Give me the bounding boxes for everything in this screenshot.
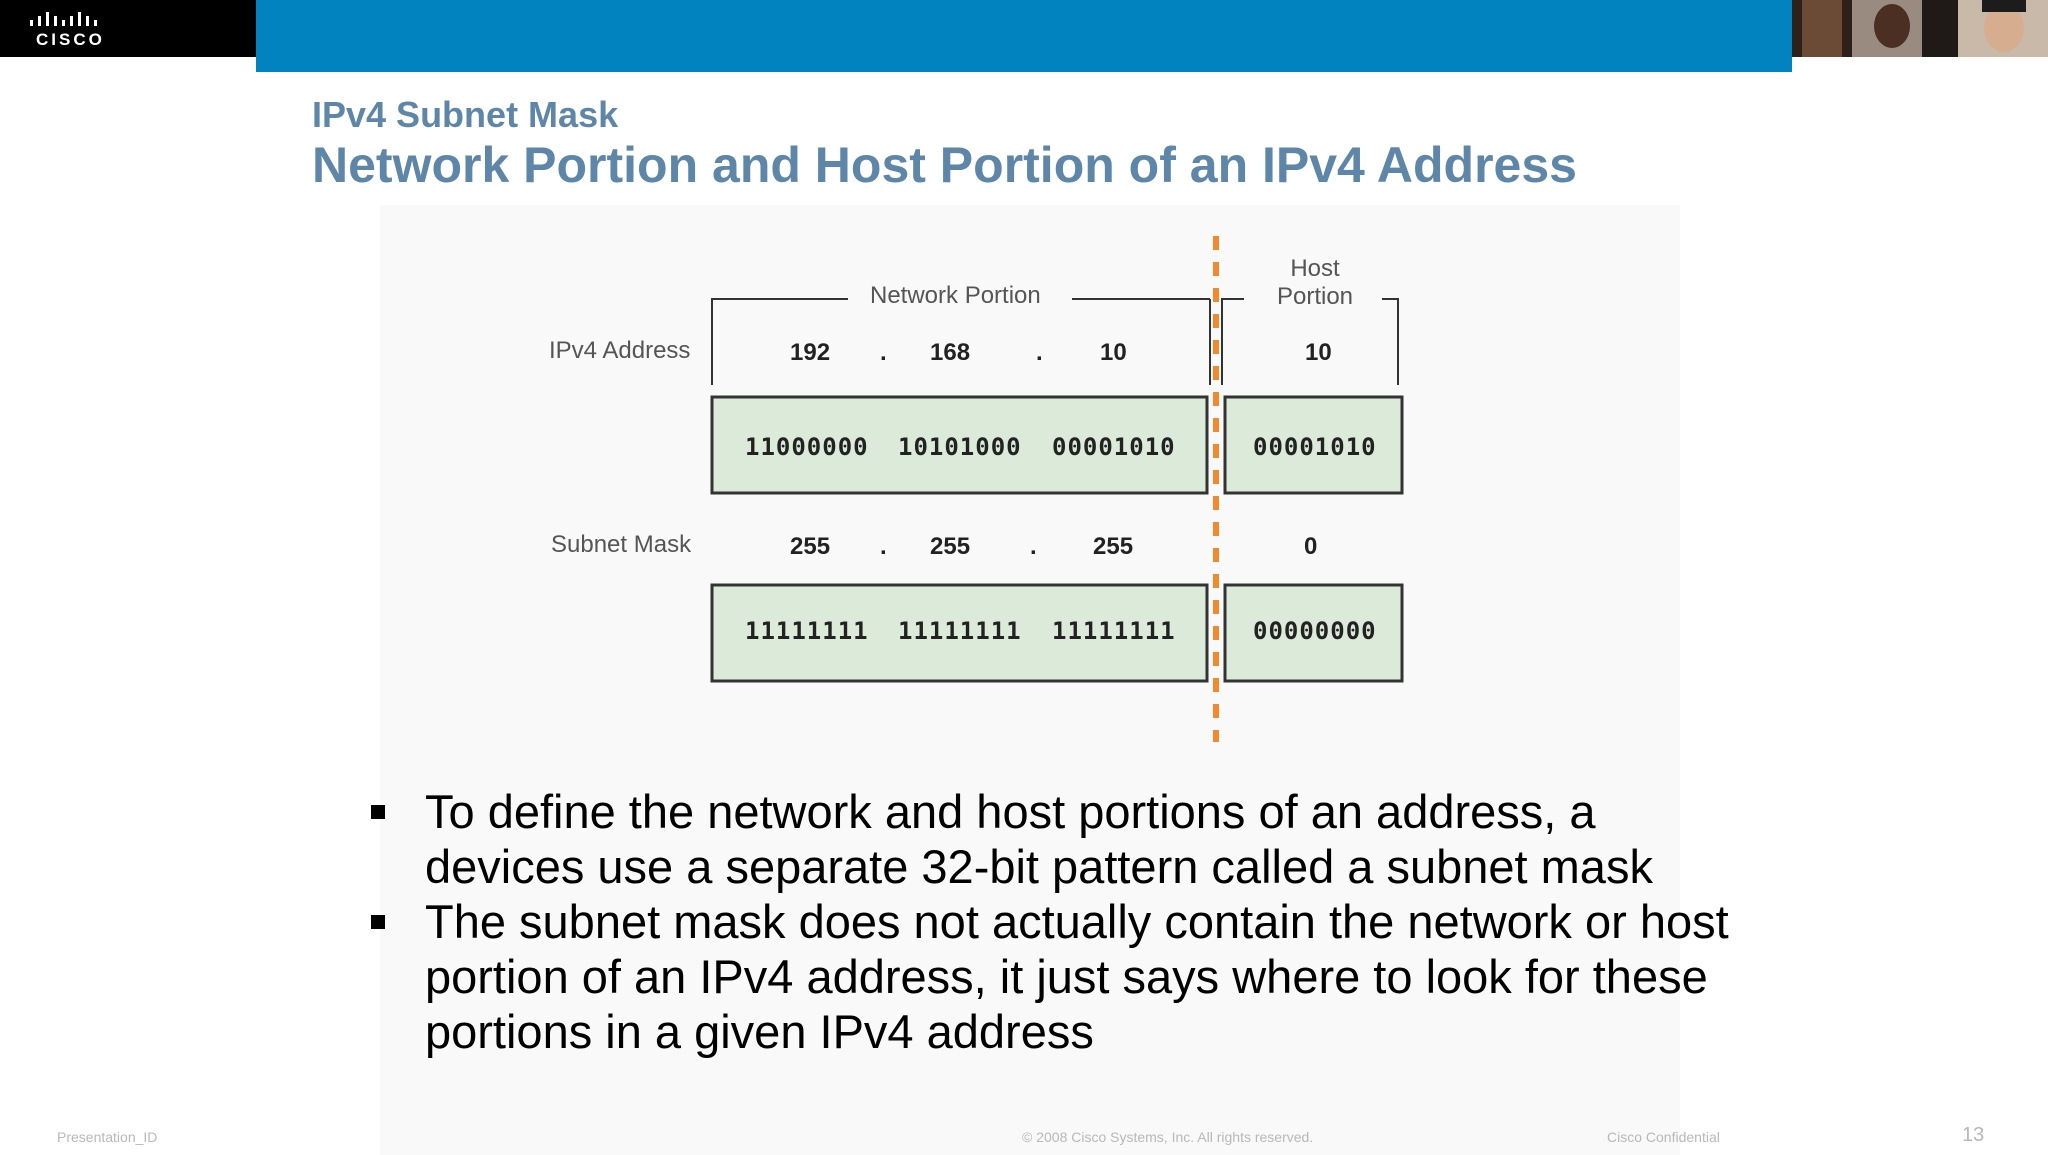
mask-octet-4: 0 xyxy=(1304,533,1318,560)
ipv4-host-box xyxy=(1223,395,1404,495)
mask-octet-2: 255 xyxy=(930,533,971,560)
mask-dot-2: . xyxy=(1030,533,1037,560)
logo-text: CISCO xyxy=(36,30,105,49)
mask-host-box xyxy=(1223,583,1404,683)
bullet-square-icon xyxy=(371,915,385,929)
ipv4-address-label: IPv4 Address xyxy=(549,337,691,364)
ipv4-octet-2: 168 xyxy=(930,339,971,366)
footer-presentation-id: Presentation_ID xyxy=(57,1129,158,1145)
mask-octet-1: 255 xyxy=(790,533,831,560)
page-number: 13 xyxy=(1962,1124,1985,1146)
header-bar xyxy=(256,0,1792,72)
bullet-text: To define the network and host portions … xyxy=(425,785,1653,893)
host-portion-line2: Portion xyxy=(1276,283,1354,310)
cisco-logo-icon xyxy=(30,12,97,26)
logo-block: CISCO xyxy=(0,0,256,57)
ipv4-binary-2: 10101000 xyxy=(898,433,1022,461)
ipv4-dot-1: . xyxy=(880,339,887,366)
host-portion-label: Host Portion xyxy=(1250,255,1380,311)
bullet-list: To define the network and host portions … xyxy=(370,784,1750,1059)
mask-dot-1: . xyxy=(880,533,887,560)
bullet-item: The subnet mask does not actually contai… xyxy=(370,894,1750,1059)
host-portion-line1: Host xyxy=(1290,255,1340,282)
slide-title: Network Portion and Host Portion of an I… xyxy=(312,137,1577,193)
bullet-text: The subnet mask does not actually contai… xyxy=(425,895,1729,1058)
mask-binary-3: 11111111 xyxy=(1052,617,1176,645)
bullet-item: To define the network and host portions … xyxy=(370,784,1750,894)
host-bracket-right xyxy=(1382,298,1399,385)
mask-binary-1: 11111111 xyxy=(745,617,869,645)
slide-subtitle: IPv4 Subnet Mask xyxy=(312,94,619,135)
mask-binary-4: 00000000 xyxy=(1253,617,1377,645)
subnet-mask-label: Subnet Mask xyxy=(551,531,692,558)
footer-confidential: Cisco Confidential xyxy=(1607,1129,1720,1145)
network-portion-label: Network Portion xyxy=(870,282,1041,309)
header-photo xyxy=(1792,0,2048,57)
network-bracket xyxy=(711,298,848,385)
host-bracket-left xyxy=(1221,298,1244,385)
ipv4-octet-4: 10 xyxy=(1305,339,1332,366)
ipv4-octet-1: 192 xyxy=(790,339,831,366)
ipv4-dot-2: . xyxy=(1036,339,1043,366)
footer-copyright: © 2008 Cisco Systems, Inc. All rights re… xyxy=(1022,1129,1314,1145)
ipv4-binary-1: 11000000 xyxy=(745,433,869,461)
ipv4-binary-4: 00001010 xyxy=(1253,433,1377,461)
ipv4-binary-3: 00001010 xyxy=(1052,433,1176,461)
mask-octet-3: 255 xyxy=(1093,533,1134,560)
bullet-square-icon xyxy=(371,805,385,819)
mask-network-box xyxy=(710,583,1209,683)
ipv4-octet-3: 10 xyxy=(1100,339,1127,366)
ipv4-network-box xyxy=(710,395,1209,495)
mask-binary-2: 11111111 xyxy=(898,617,1022,645)
